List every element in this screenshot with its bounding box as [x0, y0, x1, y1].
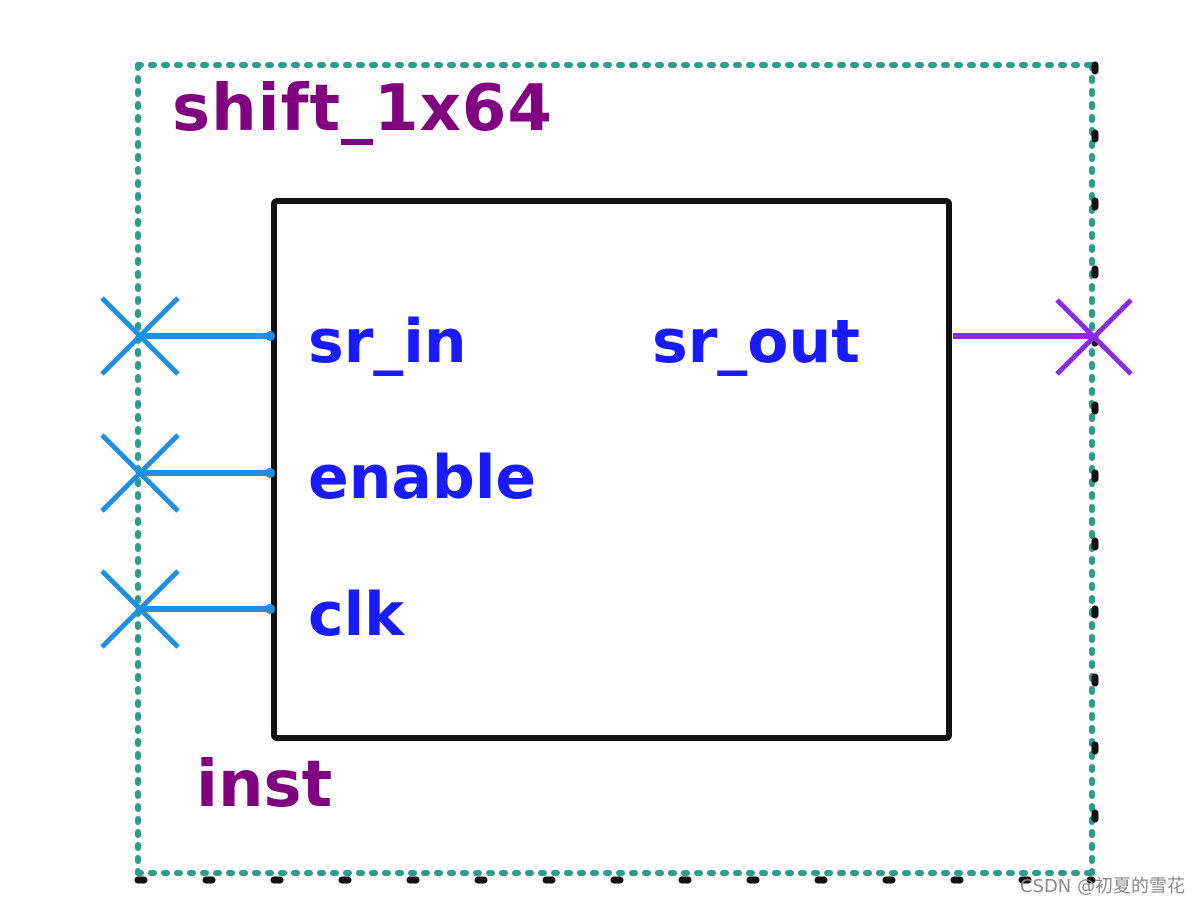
input-pin-enable[interactable] [100, 433, 275, 513]
input-pin-sr-in[interactable] [100, 296, 275, 376]
pin-x-marker [1055, 298, 1133, 376]
port-label-sr-out: sr_out [652, 307, 860, 377]
block-body[interactable] [271, 198, 952, 741]
input-pin-clk[interactable] [100, 569, 275, 649]
instance-label: inst [196, 748, 333, 822]
block-title: shift_1x64 [172, 72, 553, 146]
port-label-enable: enable [308, 443, 537, 513]
output-pin-sr-out[interactable] [953, 298, 1133, 376]
pin-dot [265, 604, 275, 614]
pin-x-marker [100, 433, 180, 513]
port-label-clk: clk [308, 580, 405, 650]
watermark: CSDN @初夏的雪花 [1019, 876, 1185, 897]
pin-dot [265, 468, 275, 478]
port-label-sr-in: sr_in [308, 307, 467, 377]
pin-x-marker [100, 569, 180, 649]
pin-dot [265, 331, 275, 341]
symbol-frame [134, 61, 1099, 884]
pin-x-marker [100, 296, 180, 376]
